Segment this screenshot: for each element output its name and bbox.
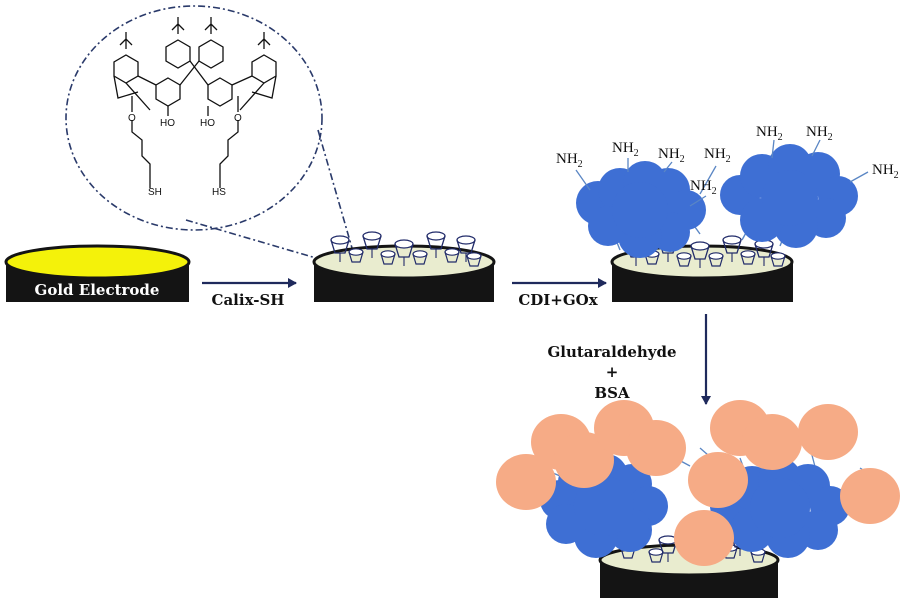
bsa-particles (496, 400, 900, 566)
bsa-particle (688, 452, 748, 508)
bsa-particle (554, 432, 614, 488)
thiol-left: SH (148, 187, 162, 198)
calix-sh-label: Calix-SH (212, 291, 285, 309)
bsa-label: BSA (594, 384, 630, 402)
amine-bonds (575, 139, 869, 207)
glutaraldehyde-label: Glutaraldehyde (547, 343, 676, 361)
calixarene-labels: O O HO HO SH HS (128, 113, 242, 198)
calixarene-structure (113, 17, 277, 188)
bsa-particle (840, 468, 900, 524)
bsa-particle (798, 404, 858, 460)
gox-enzyme-left (576, 161, 706, 258)
thiol-right: HS (212, 187, 226, 198)
svg-text:NH2: NH2 (704, 146, 731, 165)
svg-text:O: O (128, 113, 136, 124)
gox-enzyme-bottom-left (540, 454, 668, 558)
svg-text:O: O (234, 113, 242, 124)
cdi-gox-label: CDI+GOx (518, 291, 598, 309)
amine-labels: NH2 NH2 NH2 NH2 NH2 NH2 NH2 NH2 (556, 124, 899, 197)
svg-text:NH2: NH2 (756, 124, 783, 143)
gold-electrode-label: Gold Electrode (35, 281, 160, 299)
zoom-callout (65, 5, 353, 259)
svg-text:NH2: NH2 (872, 162, 899, 181)
plus-label: + (606, 363, 619, 381)
gox-electrode (610, 219, 794, 302)
calix-modified-electrode (312, 231, 496, 302)
hydroxyl-right: HO (200, 118, 215, 129)
svg-text:NH2: NH2 (690, 178, 717, 197)
hydroxyl-left: HO (160, 118, 175, 129)
bsa-particle (674, 510, 734, 566)
svg-text:NH2: NH2 (612, 140, 639, 159)
svg-text:NH2: NH2 (556, 151, 583, 170)
gold-electrode: Gold Electrode (4, 244, 191, 302)
bsa-particle (742, 414, 802, 470)
svg-text:NH2: NH2 (658, 146, 685, 165)
svg-text:NH2: NH2 (806, 124, 833, 143)
final-electrode (598, 529, 780, 598)
bsa-particle (496, 454, 556, 510)
bsa-particle (626, 420, 686, 476)
gox-enzyme-right (720, 144, 858, 248)
